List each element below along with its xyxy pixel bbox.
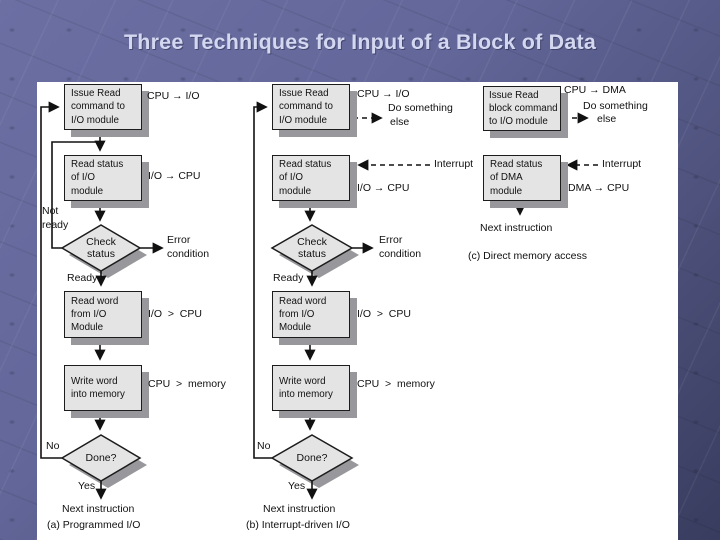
diamond-label-check-a: Check status bbox=[86, 236, 116, 260]
flowchart-canvas bbox=[40, 101, 598, 500]
label-next-instruction-a: Next instruction bbox=[62, 503, 135, 515]
label-error-a: Error bbox=[167, 234, 191, 246]
diamond-done-a bbox=[60, 434, 142, 482]
label-dma-cpu-c: DMA → CPU bbox=[568, 182, 630, 194]
label-condition-a: condition bbox=[167, 248, 210, 260]
diamond-label-done-b: Done? bbox=[296, 452, 328, 464]
label-io-cpu2-a: I/O > CPU bbox=[148, 308, 202, 320]
box-issue-read-b: Issue Read command to I/O module bbox=[272, 84, 350, 130]
flowchart-panel: Issue Read command to I/O module Read st… bbox=[37, 82, 678, 540]
label-no-b: No bbox=[257, 440, 271, 452]
label-else-c: else bbox=[597, 113, 617, 125]
box-read-status-dma-c: Read status of DMA module bbox=[483, 155, 561, 201]
box-issue-read-block-c: Issue Read block command to I/O module bbox=[483, 86, 561, 131]
loop-no-b bbox=[253, 101, 272, 459]
label-io-cpu-a: I/O → CPU bbox=[148, 170, 201, 182]
label-interrupt-b: Interrupt bbox=[434, 158, 474, 170]
caption-programmed-io: (a) Programmed I/O bbox=[47, 519, 141, 531]
label-yes-a: Yes bbox=[78, 480, 96, 492]
connectors-a bbox=[40, 101, 164, 500]
label-next-instruction-b: Next instruction bbox=[263, 503, 336, 515]
label-ready-b: Ready bbox=[273, 272, 304, 284]
connectors-c bbox=[514, 112, 598, 216]
diamond-check-status-a bbox=[60, 224, 142, 272]
diamond-check-status-b bbox=[270, 224, 354, 272]
box-read-status-a: Read status of I/O module bbox=[64, 155, 142, 201]
diamond-label-done-a: Done? bbox=[85, 452, 117, 464]
diamonds bbox=[60, 224, 354, 482]
connectors-b bbox=[253, 101, 430, 500]
box-write-word-a: Write word into memory bbox=[64, 365, 142, 411]
diamond-done-b bbox=[270, 434, 354, 482]
label-cpu-memory-b: CPU > memory bbox=[357, 378, 435, 390]
label-cpu-io-a: CPU → I/O bbox=[147, 90, 200, 102]
label-no-a: No bbox=[46, 440, 60, 452]
label-else-b: else bbox=[390, 116, 410, 128]
loop-not-ready-a bbox=[51, 141, 98, 249]
label-ready-a: Ready bbox=[67, 272, 98, 284]
label-io-cpu2-b: I/O > CPU bbox=[357, 308, 411, 320]
label-next-instruction-c: Next instruction bbox=[480, 222, 553, 234]
label-interrupt-c: Interrupt bbox=[602, 158, 642, 170]
caption-direct-memory-access: (c) Direct memory access bbox=[468, 250, 588, 262]
box-read-word-b: Read word from I/O Module bbox=[272, 291, 350, 338]
label-io-cpu-b: I/O → CPU bbox=[357, 182, 410, 194]
label-cpu-io-b: CPU → I/O bbox=[357, 88, 410, 100]
slide-title: Three Techniques for Input of a Block of… bbox=[123, 30, 597, 54]
box-issue-read-a: Issue Read command to I/O module bbox=[64, 84, 142, 130]
label-ready-loop-a: ready bbox=[42, 219, 69, 231]
label-condition-b: condition bbox=[379, 248, 422, 260]
label-cpu-dma-c: CPU → DMA bbox=[564, 84, 626, 96]
diamond-label-check-b: Check status bbox=[297, 236, 327, 260]
caption-interrupt-driven-io: (b) Interrupt-driven I/O bbox=[246, 519, 350, 531]
box-read-status-b: Read status of I/O module bbox=[272, 155, 350, 201]
label-cpu-memory-a: CPU > memory bbox=[148, 378, 226, 390]
label-error-b: Error bbox=[379, 234, 403, 246]
label-not-a: Not bbox=[42, 205, 59, 217]
box-write-word-b: Write word into memory bbox=[272, 365, 350, 411]
label-do-something-c: Do something bbox=[583, 100, 648, 112]
box-read-word-a: Read word from I/O Module bbox=[64, 291, 142, 338]
label-do-something-b: Do something bbox=[388, 102, 453, 114]
label-yes-b: Yes bbox=[288, 480, 306, 492]
loop-no-a bbox=[40, 101, 62, 459]
